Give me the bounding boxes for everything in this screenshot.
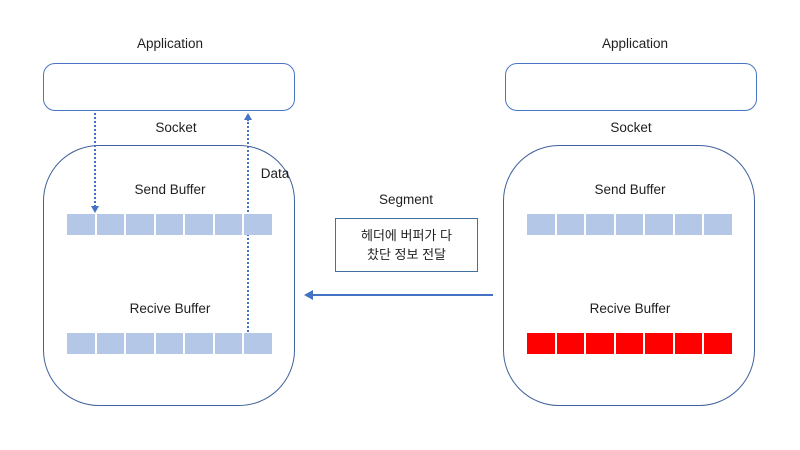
buffer-cell — [155, 333, 184, 354]
buffer-cell — [674, 333, 703, 354]
buffer-cell — [645, 333, 673, 354]
buffer-cell — [556, 214, 585, 235]
left-receive-buffer-cells — [67, 333, 273, 354]
buffer-cell — [704, 214, 733, 235]
buffer-cell — [96, 214, 125, 235]
segment-message-line2: 찼단 정보 전달 — [367, 247, 446, 262]
buffer-cell — [615, 333, 644, 354]
buffer-cell — [704, 333, 733, 354]
left-application-label: Application — [136, 36, 204, 51]
buffer-cell — [67, 214, 95, 235]
segment-message-line1: 헤더에 버퍼가 다 — [361, 228, 452, 243]
right-application-box — [505, 63, 757, 111]
down-arrowhead-icon — [91, 206, 99, 213]
buffer-cell — [126, 214, 154, 235]
buffer-cell — [185, 214, 213, 235]
left-socket-label: Socket — [155, 120, 197, 135]
buffer-cell — [586, 214, 614, 235]
up-arrowhead-icon — [244, 113, 252, 120]
buffer-cell — [645, 214, 673, 235]
right-send-buffer-cells — [527, 214, 733, 235]
buffer-cell — [674, 214, 703, 235]
right-receive-buffer-cells — [527, 333, 733, 354]
segment-arrow-line — [311, 294, 493, 296]
left-arrowhead-icon — [304, 290, 313, 300]
buffer-cell — [185, 333, 213, 354]
buffer-cell — [155, 214, 184, 235]
buffer-cell — [527, 333, 555, 354]
left-receive-buffer-label: Recive Buffer — [129, 301, 211, 316]
buffer-cell — [244, 214, 273, 235]
buffer-cell — [96, 333, 125, 354]
right-send-buffer-label: Send Buffer — [594, 182, 666, 197]
buffer-cell — [214, 333, 243, 354]
left-data-label: Data — [260, 166, 290, 181]
buffer-cell — [244, 333, 273, 354]
right-receive-buffer-label: Recive Buffer — [589, 301, 671, 316]
buffer-cell — [556, 333, 585, 354]
buffer-cell — [615, 214, 644, 235]
buffer-cell — [214, 214, 243, 235]
buffer-cell — [126, 333, 154, 354]
left-application-box — [43, 63, 295, 111]
buffer-cell — [586, 333, 614, 354]
buffer-cell — [527, 214, 555, 235]
left-host-body — [43, 145, 295, 406]
buffer-cell — [67, 333, 95, 354]
segment-message-box: 헤더에 버퍼가 다 찼단 정보 전달 — [335, 218, 478, 272]
left-send-buffer-label: Send Buffer — [134, 182, 206, 197]
right-application-label: Application — [601, 36, 669, 51]
right-host-body — [503, 145, 755, 406]
segment-label: Segment — [378, 192, 434, 207]
left-send-buffer-cells — [67, 214, 273, 235]
left-app-to-sendbuffer-dotted-line — [94, 113, 96, 207]
right-socket-label: Socket — [610, 120, 652, 135]
